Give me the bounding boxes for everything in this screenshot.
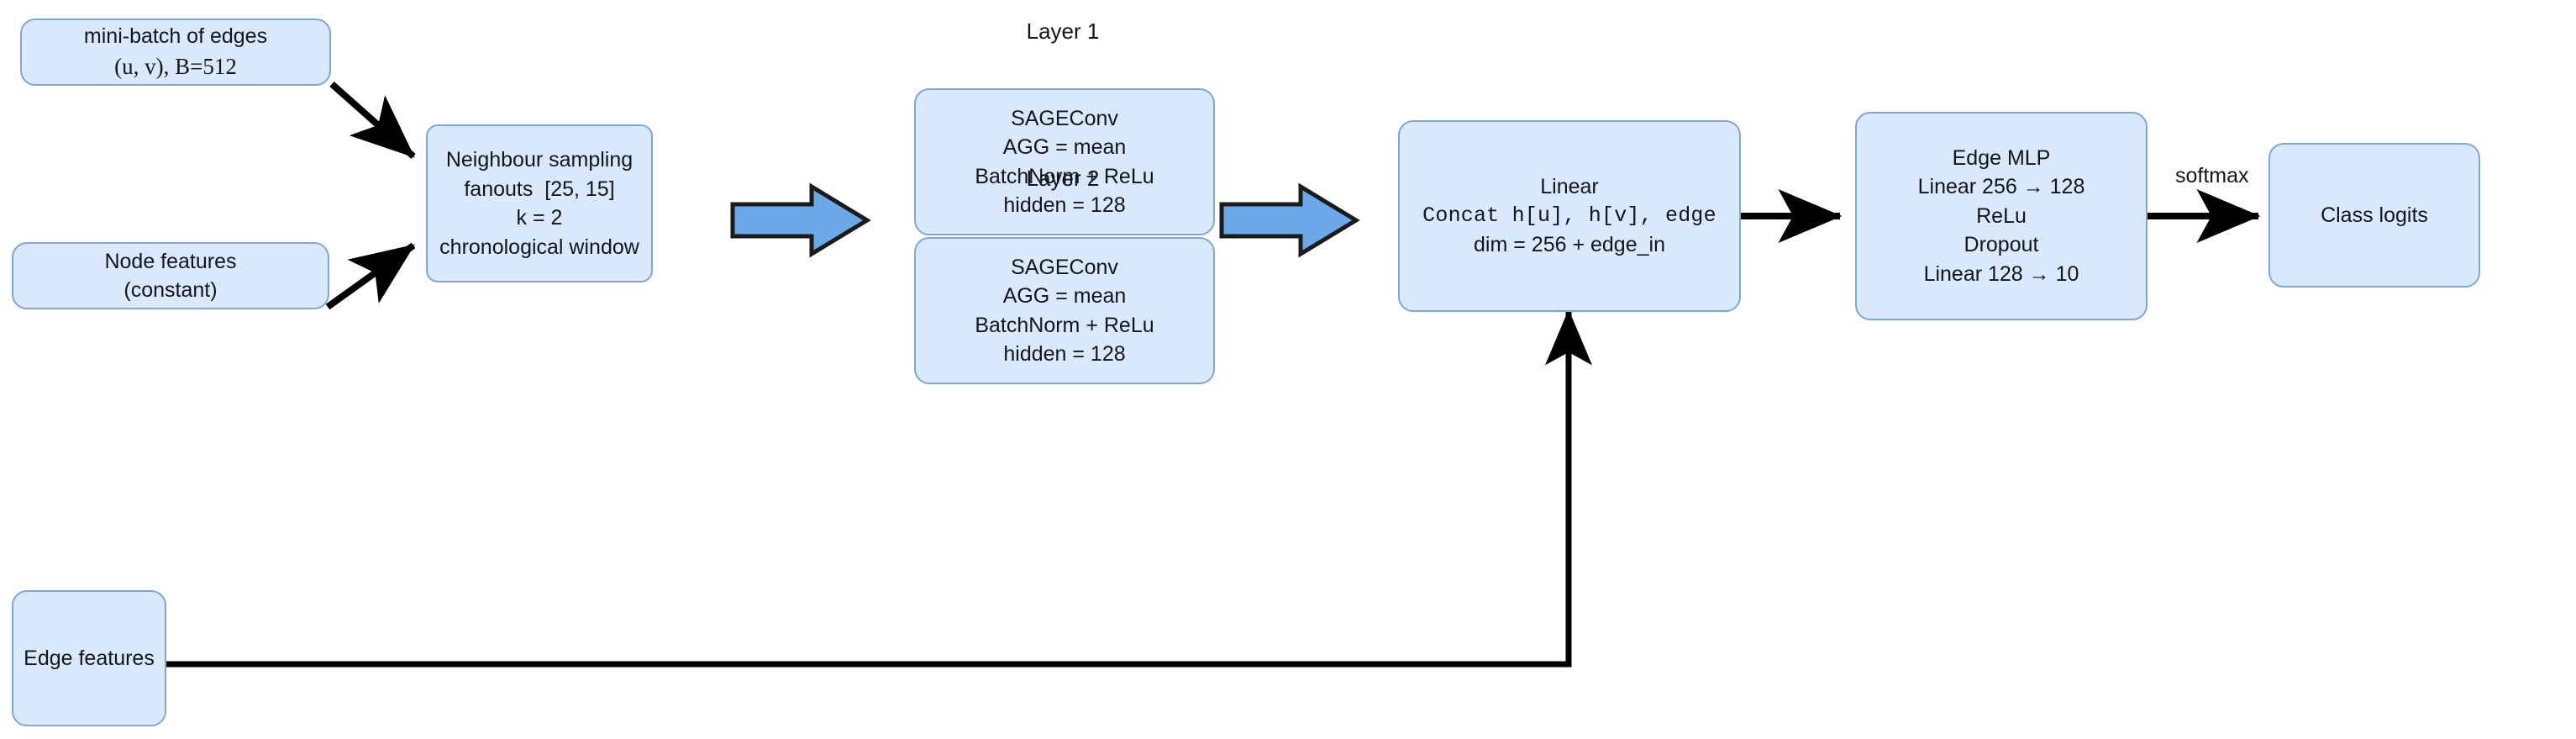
layer-1-line-2: AGG = mean xyxy=(1002,135,1127,159)
neighbour-sampling-line-2: fanouts [25, 15] xyxy=(464,177,615,201)
edge-mlp-line-5: Linear 128 → 10 xyxy=(1923,261,2079,286)
neighbour-sampling-line-1: Neighbour sampling xyxy=(445,148,633,172)
neighbour-sampling-line-3: k = 2 xyxy=(516,206,563,230)
neighbour-sampling-line-4: chronological window xyxy=(439,235,639,259)
edge-mlp-line-3: ReLu xyxy=(1976,203,2027,228)
layer-1-caption: Layer 1 xyxy=(1026,18,1100,44)
linear-concat-line-1: Linear xyxy=(1540,175,1599,199)
linear-concat-box[interactable]: Linear Concat h[u], h[v], edge dim = 256… xyxy=(1398,120,1741,312)
arrow-minibatch-to-sampling xyxy=(329,82,416,159)
edge-features-box[interactable]: Edge features xyxy=(12,590,166,726)
edge-mlp-line-1: Edge MLP xyxy=(1952,145,2051,170)
mini-batch-line-1: mini-batch of edges xyxy=(83,24,268,49)
arrow-edgefeatures-to-linear xyxy=(166,309,1592,668)
linear-concat-line-2: Concat h[u], h[v], edge xyxy=(1422,203,1716,228)
softmax-edge-label: softmax xyxy=(2175,164,2249,187)
node-features-box[interactable]: Node features (constant) xyxy=(12,242,329,309)
layer-1-box[interactable]: SAGEConv AGG = mean BatchNorm + ReLu hid… xyxy=(914,88,1215,235)
edge-features-line-1: Edge features xyxy=(24,646,155,670)
class-logits-line-1: Class logits xyxy=(2321,203,2428,227)
layer-2-line-2: AGG = mean xyxy=(1002,284,1127,308)
linear-concat-line-3: dim = 256 + edge_in xyxy=(1474,233,1665,257)
layer-1-line-4: hidden = 128 xyxy=(1003,193,1126,217)
node-features-line-1: Node features xyxy=(104,249,237,273)
layer-2-line-3: BatchNorm + ReLu xyxy=(975,313,1154,337)
layer-2-line-1: SAGEConv xyxy=(1011,255,1118,279)
mini-batch-line-2: (u, v), B=512 xyxy=(114,53,237,79)
layer-2-caption: Layer 2 xyxy=(1026,166,1100,191)
edge-mlp-line-2: Linear 256 → 128 xyxy=(1917,175,2085,199)
edge-mlp-line-4: Dropout xyxy=(1964,233,2039,257)
layer-2-box[interactable]: SAGEConv AGG = mean BatchNorm + ReLu hid… xyxy=(914,237,1215,384)
layer-1-line-3: BatchNorm + ReLu xyxy=(975,164,1154,188)
layer-1-line-1: SAGEConv xyxy=(1011,106,1118,130)
edge-mlp-box[interactable]: Edge MLP Linear 256 → 128 ReLu Dropout L… xyxy=(1855,112,2148,320)
block-arrow-sampling-to-layer1 xyxy=(730,182,871,258)
neighbour-sampling-box[interactable]: Neighbour sampling fanouts [25, 15] k = … xyxy=(426,124,653,282)
class-logits-box[interactable]: Class logits xyxy=(2268,143,2480,288)
layer-2-line-4: hidden = 128 xyxy=(1003,342,1126,366)
node-features-line-2: (constant) xyxy=(124,278,218,302)
arrow-nodefeatures-to-sampling xyxy=(325,242,416,310)
mini-batch-of-edges-box[interactable]: mini-batch of edges (u, v), B=512 xyxy=(20,18,331,86)
block-arrow-layer1-to-linear xyxy=(1219,182,1360,258)
